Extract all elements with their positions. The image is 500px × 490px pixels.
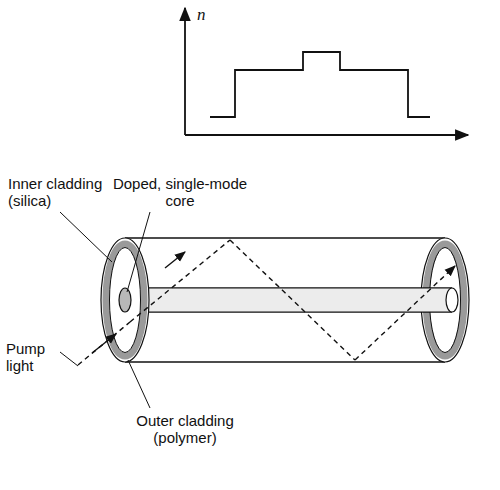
leader-lines <box>60 212 150 408</box>
index-profile <box>185 8 468 135</box>
inner-cladding-label: Inner cladding (silica) <box>8 175 128 209</box>
ray-arrow <box>165 252 185 268</box>
pump-arrow <box>92 334 116 353</box>
core-label: Doped, single-mode core <box>110 175 250 209</box>
fiber-cylinder <box>101 238 469 362</box>
pump-ray <box>78 240 455 365</box>
axis-label: n <box>197 6 227 23</box>
pump-label: Pump light <box>6 340 66 374</box>
outer-cladding-label: Outer cladding (polymer) <box>115 412 255 446</box>
